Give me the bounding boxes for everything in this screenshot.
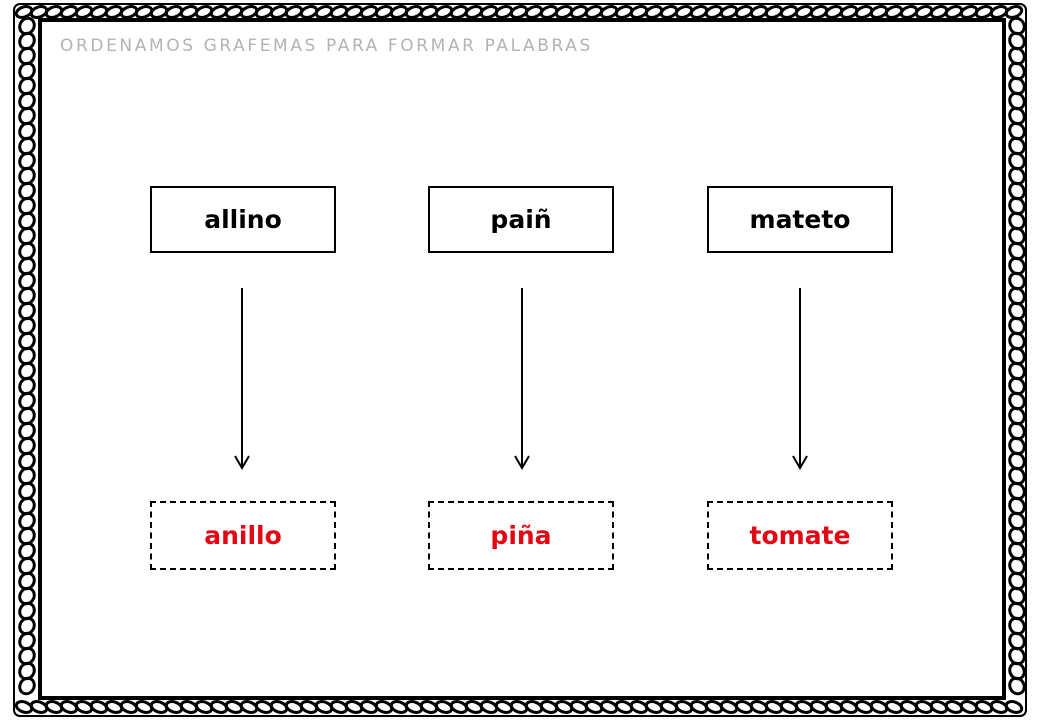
worksheet-title: ORDENAMOS GRAFEMAS PARA FORMAR PALABRAS <box>60 36 593 56</box>
answer-word-box-2: piña <box>428 501 614 570</box>
answer-word-box-1: anillo <box>150 501 336 570</box>
scrambled-word-box-3: mateto <box>707 186 893 253</box>
scrambled-word-box-2: paiñ <box>428 186 614 253</box>
answer-word-box-3: tomate <box>707 501 893 570</box>
down-arrow-icon <box>234 288 250 470</box>
down-arrow-icon <box>792 288 808 470</box>
scrambled-word-box-1: allino <box>150 186 336 253</box>
down-arrow-icon <box>514 288 530 470</box>
